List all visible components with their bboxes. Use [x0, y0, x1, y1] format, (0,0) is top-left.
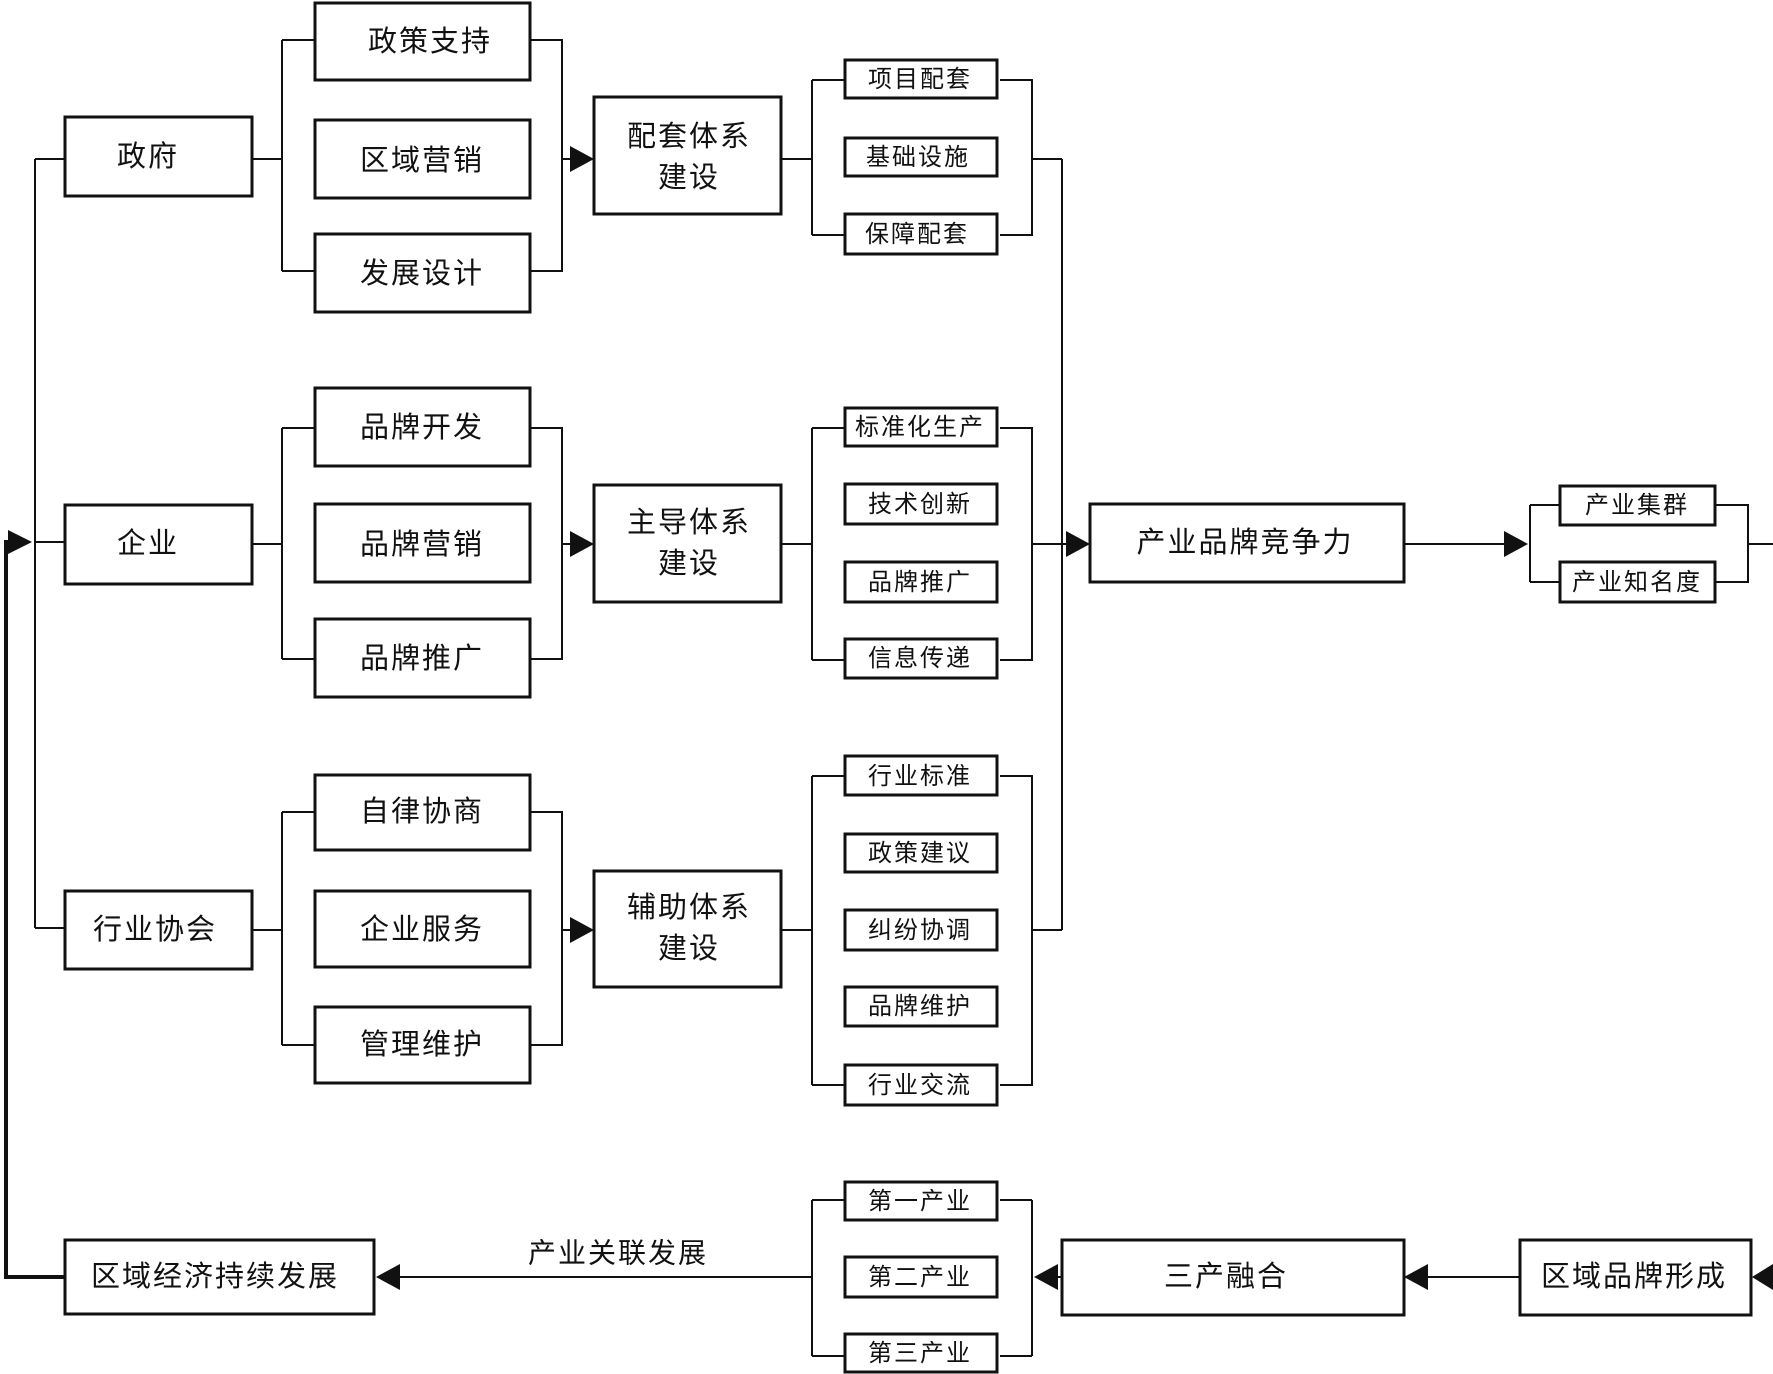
- auxiliary-item-label: 行业标准: [868, 762, 972, 790]
- actor-association-label: 行业协会: [93, 912, 217, 946]
- enterprise-item-label: 品牌开发: [360, 410, 484, 444]
- auxiliary-item-label: 政策建议: [868, 839, 972, 867]
- leading-item-box: 技术创新: [843, 482, 999, 526]
- arrow-into-actors: [8, 530, 32, 554]
- association-item-label: 自律协商: [360, 794, 484, 828]
- arrow-into-sustainable: [376, 1264, 400, 1290]
- auxiliary-item-box: 行业标准: [843, 754, 999, 797]
- leading-item-label: 标准化生产: [855, 413, 985, 441]
- auxiliary-item-label: 纠纷协调: [868, 916, 972, 944]
- auxiliary-item-label: 行业交流: [868, 1071, 972, 1099]
- integration-label: 三产融合: [1164, 1259, 1288, 1293]
- auxiliary-item-box: 政策建议: [843, 832, 999, 874]
- auxiliary-item-box: 行业交流: [843, 1063, 999, 1107]
- association-item-label: 管理维护: [360, 1027, 484, 1061]
- association-item-label: 企业服务: [360, 912, 484, 946]
- actor-enterprise-label: 企业: [117, 526, 179, 560]
- enterprise-item-label: 品牌推广: [360, 641, 484, 675]
- auxiliary-item-box: 品牌维护: [843, 985, 999, 1028]
- regional-brand-label: 区域品牌形成: [1541, 1259, 1727, 1293]
- actor-government-label: 政府: [117, 139, 179, 173]
- leading-system-label-line1: 主导体系: [627, 505, 751, 539]
- auxiliary-system-label-line2: 建设: [658, 931, 720, 965]
- government-item-box: 政策支持: [313, 1, 532, 82]
- government-item-label: 政策支持: [368, 24, 492, 58]
- regional-brand-box: 区域品牌形成: [1518, 1238, 1753, 1317]
- auxiliary-system-box: 辅助体系 建设: [592, 869, 783, 989]
- support-system-label-line1: 配套体系: [627, 119, 751, 153]
- arrow-into-support-system: [570, 146, 594, 172]
- connectors: [4, 39, 1773, 1357]
- sustainable-box: 区域经济持续发展: [63, 1238, 376, 1316]
- government-item-box: 区域营销: [313, 118, 532, 200]
- competitiveness-box: 产业品牌竞争力: [1088, 502, 1406, 584]
- association-item-box: 自律协商: [313, 773, 532, 852]
- actor-association-box: 行业协会: [63, 889, 254, 971]
- enterprise-item-box: 品牌营销: [313, 502, 532, 584]
- leading-item-label: 信息传递: [868, 644, 972, 672]
- support-item-box: 基础设施: [843, 136, 999, 178]
- industry-label: 第一产业: [868, 1187, 972, 1215]
- support-system-label-line2: 建设: [658, 160, 720, 194]
- arrow-into-industries: [1034, 1264, 1058, 1290]
- support-item-box: 保障配套: [843, 212, 999, 256]
- support-item-label: 项目配套: [868, 65, 972, 93]
- association-item-box: 管理维护: [313, 1005, 532, 1085]
- link-label: 产业关联发展: [528, 1237, 708, 1270]
- government-item-label: 发展设计: [360, 256, 484, 290]
- actor-government-box: 政府: [63, 115, 254, 198]
- industry-box: 第二产业: [843, 1255, 999, 1299]
- industry-label: 第三产业: [868, 1339, 972, 1367]
- outcome-box: 产业集群: [1558, 484, 1717, 527]
- support-item-label: 保障配套: [865, 220, 969, 248]
- outcome-label: 产业知名度: [1572, 568, 1702, 596]
- enterprise-item-box: 品牌推广: [313, 617, 532, 699]
- enterprise-item-box: 品牌开发: [313, 386, 532, 468]
- integration-box: 三产融合: [1060, 1238, 1406, 1317]
- enterprise-item-label: 品牌营销: [360, 527, 484, 561]
- leading-system-box: 主导体系 建设: [592, 483, 783, 604]
- arrow-into-integration: [1404, 1264, 1428, 1290]
- support-system-box: 配套体系 建设: [592, 95, 783, 216]
- leading-item-box: 标准化生产: [843, 406, 999, 448]
- industry-box: 第三产业: [843, 1332, 999, 1374]
- auxiliary-system-label-line1: 辅助体系: [627, 890, 751, 924]
- competitiveness-label: 产业品牌竞争力: [1136, 525, 1353, 559]
- arrow-into-outcomes: [1504, 531, 1528, 557]
- sustainable-label: 区域经济持续发展: [91, 1259, 339, 1293]
- arrowheads: [8, 146, 1773, 1290]
- outcome-label: 产业集群: [1585, 491, 1689, 519]
- industry-box: 第一产业: [843, 1180, 999, 1222]
- association-item-box: 企业服务: [313, 889, 532, 969]
- leading-item-box: 信息传递: [843, 637, 999, 680]
- leading-system-label-line2: 建设: [658, 546, 720, 580]
- leading-item-label: 品牌推广: [868, 568, 972, 596]
- arrow-into-competitiveness: [1066, 531, 1090, 557]
- arrow-into-leading-system: [570, 531, 594, 557]
- arrow-into-auxiliary-system: [570, 917, 594, 943]
- outcome-box: 产业知名度: [1558, 560, 1717, 604]
- leading-item-box: 品牌推广: [843, 560, 999, 604]
- auxiliary-item-box: 纠纷协调: [843, 908, 999, 952]
- support-item-label: 基础设施: [866, 143, 970, 171]
- leading-item-label: 技术创新: [868, 490, 972, 518]
- support-item-box: 项目配套: [843, 58, 999, 100]
- government-item-label: 区域营销: [360, 143, 484, 177]
- actor-enterprise-box: 企业: [63, 503, 254, 586]
- industry-label: 第二产业: [868, 1263, 972, 1291]
- auxiliary-item-label: 品牌维护: [868, 992, 972, 1020]
- government-item-box: 发展设计: [313, 232, 532, 314]
- arrow-from-right-edge: [1752, 1264, 1773, 1290]
